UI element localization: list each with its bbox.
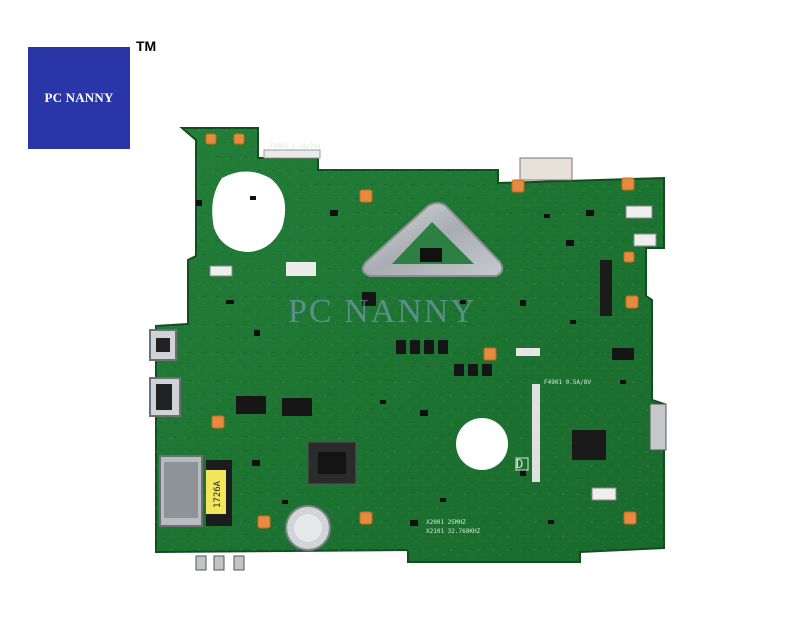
board-cutout-bottom	[456, 418, 508, 470]
sata-connector	[649, 403, 667, 451]
power-connector	[519, 157, 573, 181]
chipset	[307, 441, 357, 485]
sticker-text: 1726A	[213, 480, 223, 508]
silk-crystal-1: X2001 25MHZ	[426, 519, 466, 526]
controller-chip	[572, 430, 606, 460]
sticker	[206, 470, 226, 514]
mounting-pads	[205, 133, 639, 529]
logo-text: PC NANNY	[44, 90, 114, 105]
watermark-text: PC NANNY	[288, 293, 477, 330]
silk-dell-mark: D	[516, 457, 523, 471]
board-cutout-top	[212, 171, 286, 252]
silk-mid-label: F4901 0.5A/8V	[544, 379, 591, 386]
ribbon-connector-top	[263, 149, 321, 159]
silk-top-label: F4901 1.1A/24V	[270, 143, 321, 150]
pc-nanny-logo: PC NANNY	[28, 47, 130, 149]
silk-crystal-2: X2101 32.768KHZ	[426, 528, 481, 535]
trademark-symbol: TM	[136, 38, 157, 54]
